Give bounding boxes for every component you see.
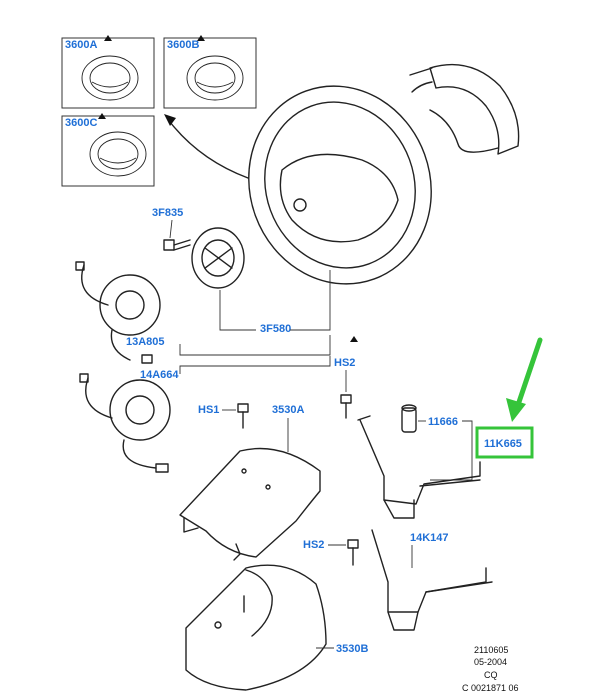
label-14a664: 14A664	[140, 369, 179, 381]
highlight-box	[475, 426, 534, 459]
leader-3f835	[169, 219, 173, 239]
leader-3f580	[219, 290, 256, 331]
label-hs2-lower: HS2	[303, 539, 324, 551]
footer-line-3: CQ	[484, 670, 498, 680]
triangle-icon	[197, 35, 205, 41]
label-11k665: 11K665	[484, 438, 522, 450]
green-callout-arrow-icon	[506, 337, 543, 422]
bolt-3f835	[163, 239, 191, 251]
label-14k147: 14K147	[410, 532, 449, 544]
arrow-head-icon	[164, 114, 176, 126]
triangle-icon	[104, 35, 112, 41]
label-3600c: 3600C	[65, 117, 97, 129]
variant-box-3600b	[163, 37, 257, 109]
label-hs2-upper: HS2	[334, 357, 355, 369]
upper-shroud-3530a	[179, 447, 321, 561]
leader-wheel	[290, 270, 331, 331]
label-3f580: 3F580	[260, 323, 291, 335]
screw-hs2-lower	[347, 539, 359, 566]
wheel-thumbnail-a	[81, 55, 139, 101]
wheel-thumbnail-b	[186, 55, 244, 101]
label-13a805: 13A805	[126, 336, 165, 348]
variant-box-3600c	[61, 115, 155, 187]
label-hs1: HS1	[198, 404, 219, 416]
spacer-3f580	[191, 227, 245, 289]
multifunction-switch-upper	[357, 415, 481, 519]
footer-line-4: C 0021871 06	[462, 683, 519, 693]
lower-shroud-3530b	[185, 564, 327, 691]
label-11666: 11666	[428, 416, 458, 428]
triangle-icon	[350, 336, 358, 342]
steering-wheel	[248, 85, 432, 285]
footer-line-1: 2110605	[474, 645, 508, 655]
leader-11k665	[430, 420, 473, 481]
footer-line-2: 05-2004	[474, 657, 507, 667]
wheel-thumbnail-c	[89, 131, 147, 177]
variant-arrow	[169, 121, 249, 179]
label-3f835: 3F835	[152, 207, 183, 219]
screw-hs1	[237, 403, 249, 429]
label-3600b: 3600B	[167, 39, 199, 51]
ignition-switch-11666	[401, 404, 417, 433]
triangle-icon	[98, 113, 106, 119]
label-3600a: 3600A	[65, 39, 97, 51]
label-3530b: 3530B	[336, 643, 368, 655]
leader-13a805	[179, 335, 331, 356]
clockspring-14a664	[79, 373, 171, 473]
label-3530a: 3530A	[272, 404, 304, 416]
screw-hs2-upper	[340, 394, 352, 419]
leader-14a664	[179, 356, 331, 374]
variant-box-3600a	[61, 37, 155, 109]
column-shroud-top	[409, 63, 520, 155]
multifunction-switch-lower	[371, 529, 493, 631]
clockspring-13a805	[75, 261, 161, 364]
